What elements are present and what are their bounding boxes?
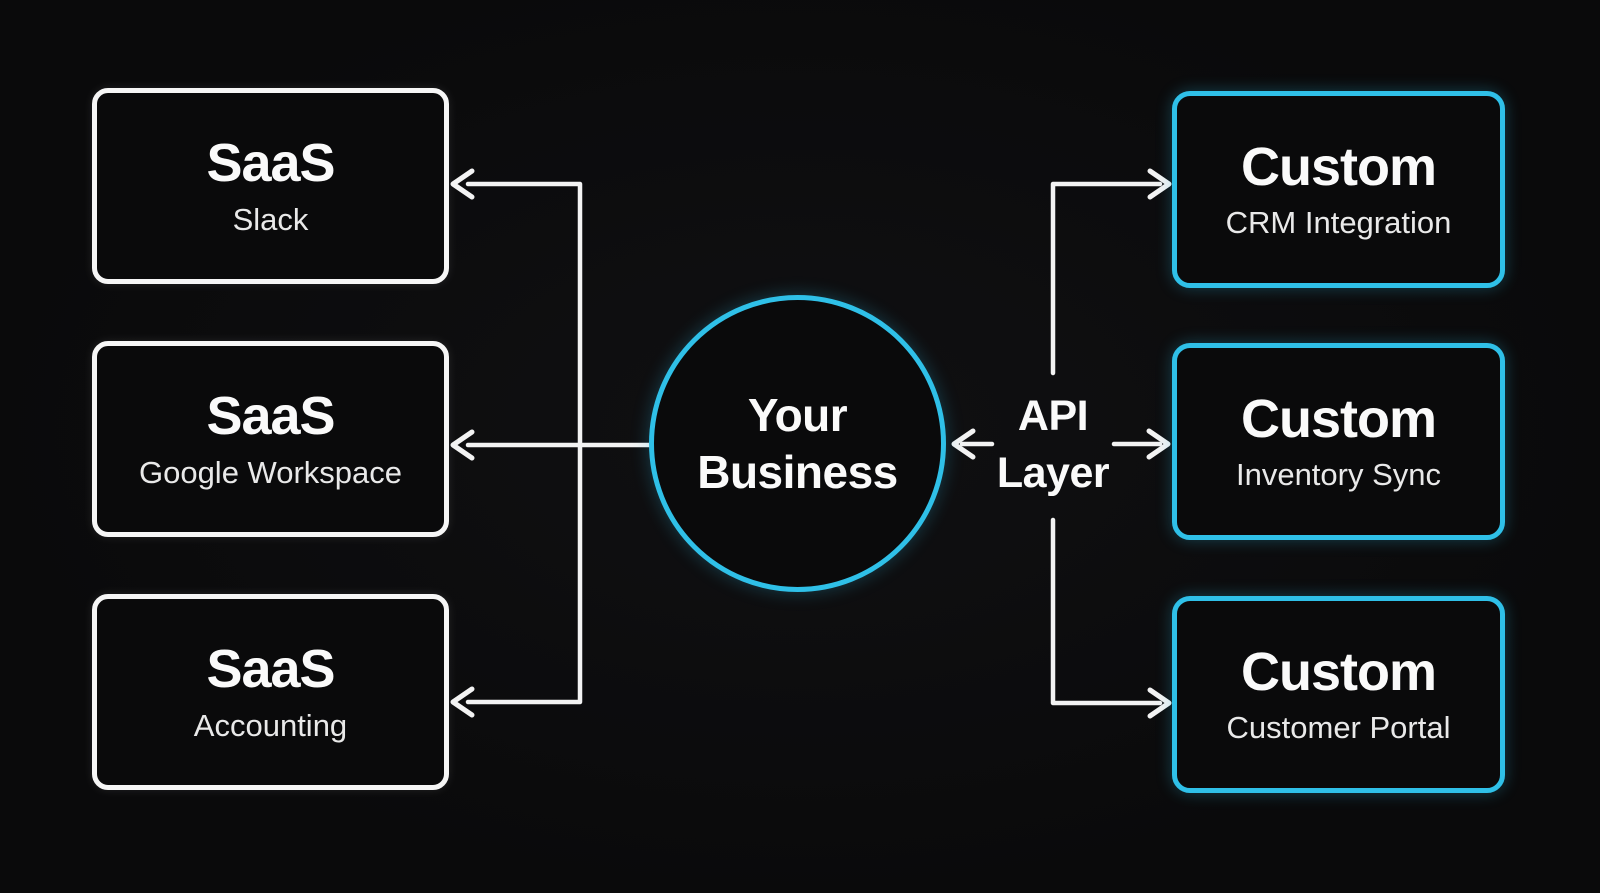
left-connector-group bbox=[450, 168, 655, 718]
api-layer-label-line2: Layer bbox=[996, 449, 1110, 497]
node-title: SaaS bbox=[206, 133, 335, 194]
api-layer-label-line1: API bbox=[1017, 392, 1089, 440]
right-branch-bottom bbox=[1050, 517, 1163, 706]
node-subtitle: Accounting bbox=[193, 707, 348, 743]
arrowhead-to-inventory-icon bbox=[1146, 428, 1171, 460]
node-title: SaaS bbox=[206, 639, 335, 700]
node-title: Custom bbox=[1241, 388, 1437, 449]
node-title: SaaS bbox=[206, 386, 335, 447]
custom-node-crm-integration: Custom CRM Integration bbox=[1172, 91, 1505, 288]
api-layer-label: API Layer bbox=[953, 388, 1153, 502]
node-subtitle: Inventory Sync bbox=[1235, 457, 1442, 493]
arrowhead-to-business-icon bbox=[951, 428, 976, 460]
center-node-label-line2: Business bbox=[697, 445, 898, 498]
node-subtitle: CRM Integration bbox=[1225, 205, 1452, 241]
saas-node-google-workspace: SaaS Google Workspace bbox=[92, 341, 449, 537]
node-subtitle: Google Workspace bbox=[138, 454, 403, 490]
node-subtitle: Slack bbox=[232, 201, 309, 237]
arrowhead-to-accounting-icon bbox=[450, 686, 475, 718]
node-title: Custom bbox=[1241, 641, 1437, 702]
right-connector-group bbox=[951, 168, 1172, 719]
arrowhead-to-slack-icon bbox=[450, 168, 475, 200]
saas-node-slack: SaaS Slack bbox=[92, 88, 449, 284]
center-node-label-line1: Your bbox=[747, 388, 848, 441]
node-subtitle: Customer Portal bbox=[1226, 710, 1451, 746]
arrowhead-to-crm-icon bbox=[1147, 168, 1172, 200]
custom-node-customer-portal: Custom Customer Portal bbox=[1172, 596, 1505, 793]
right-branch-top bbox=[1050, 181, 1163, 376]
custom-node-inventory-sync: Custom Inventory Sync bbox=[1172, 343, 1505, 540]
node-title: Custom bbox=[1241, 136, 1437, 197]
saas-node-accounting: SaaS Accounting bbox=[92, 594, 449, 790]
arrowhead-to-workspace-icon bbox=[450, 429, 475, 461]
your-business-node: Your Business bbox=[649, 295, 946, 592]
arrowhead-to-portal-icon bbox=[1147, 687, 1172, 719]
